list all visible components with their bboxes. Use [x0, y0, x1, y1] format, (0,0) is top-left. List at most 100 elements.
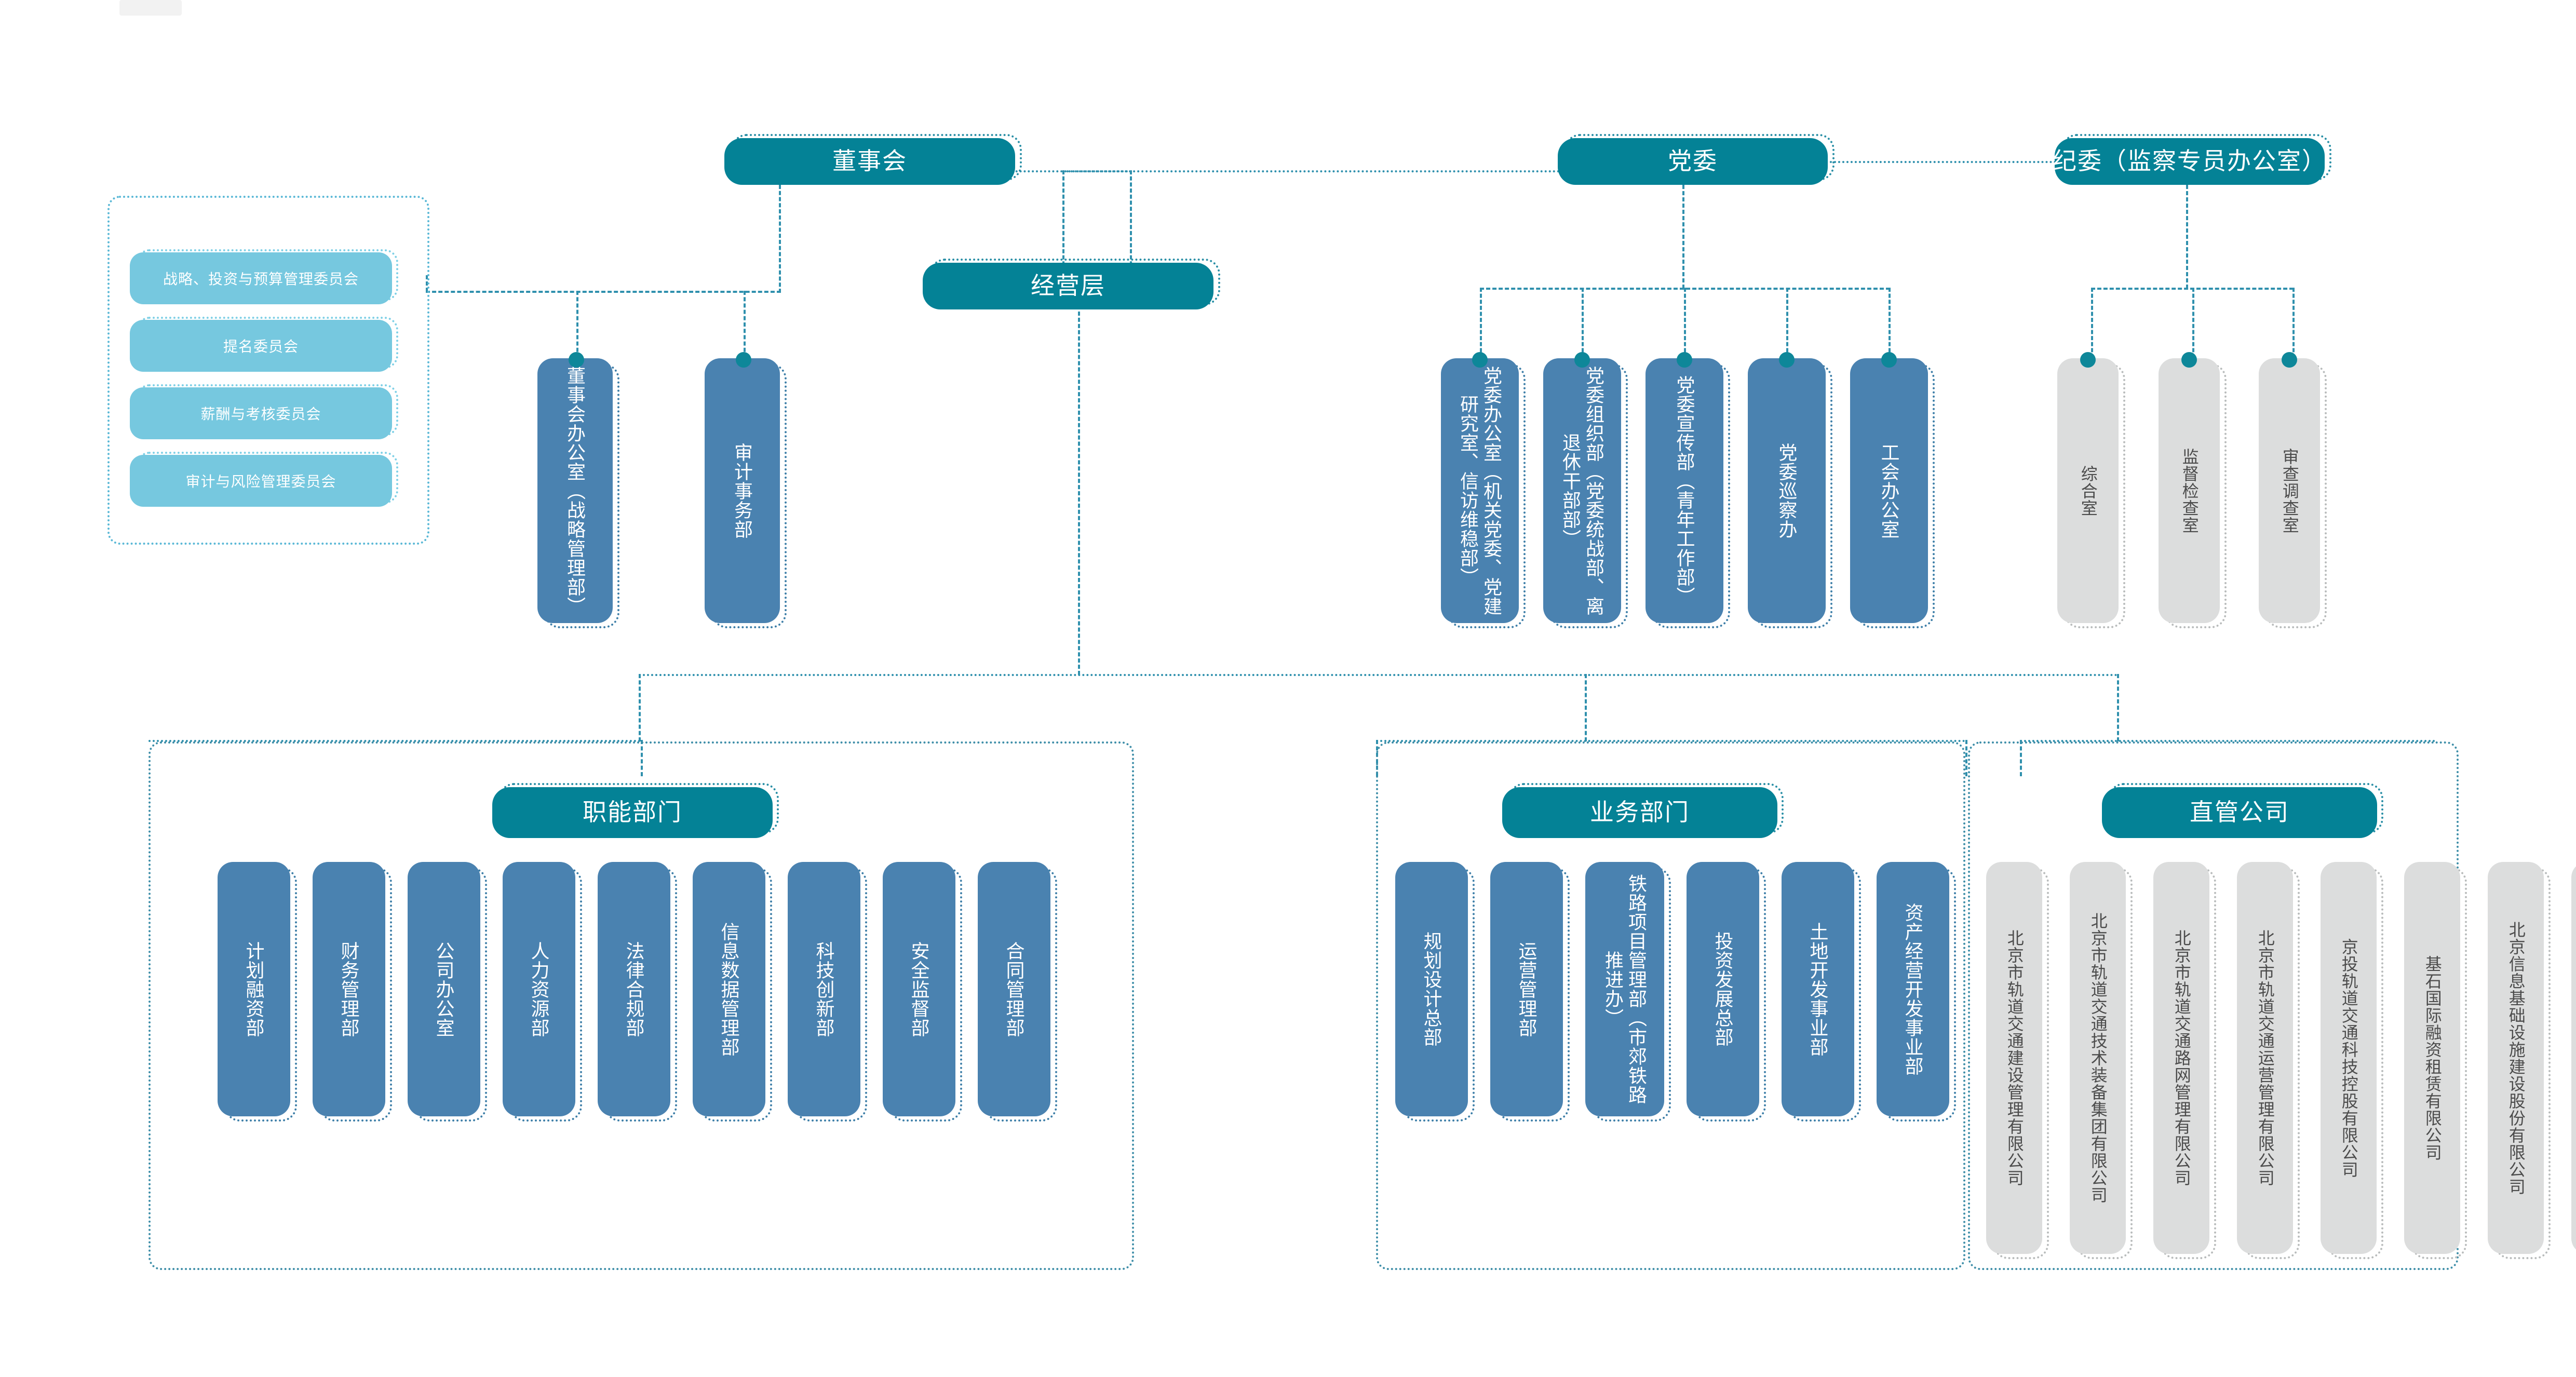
company-bar[interactable]: 北京市轨道交通运营管理有限公司: [2237, 862, 2293, 1254]
connector-discipline-d3: [2292, 288, 2295, 358]
connector-dot: [569, 352, 584, 368]
board-department-bar[interactable]: 董事会办公室（战略管理部）: [537, 358, 613, 623]
party-department-bar[interactable]: 党委巡察办: [1748, 358, 1826, 623]
connector-dot: [2181, 352, 2197, 368]
party-department-label: 党委巡察办: [1776, 442, 1798, 539]
functional-department-bar[interactable]: 安全监督部: [883, 862, 955, 1116]
board-department-bar[interactable]: 审计事务部: [705, 358, 780, 623]
committee-label: 审计与风险管理委员会: [185, 474, 336, 490]
node-label: 经营层: [1031, 272, 1105, 300]
connector-discipline-d1: [2091, 288, 2093, 358]
company-label: 北京市轨道交通技术装备集团有限公司: [2088, 912, 2108, 1204]
company-bar[interactable]: 北京市轨道交通路网管理有限公司: [2153, 862, 2209, 1254]
connector-board-dept-2: [744, 291, 746, 358]
connector-section-bus-right: [2020, 740, 2435, 742]
section-title-business[interactable]: 业务部门: [1502, 787, 1777, 838]
company-bar[interactable]: 基石国际融资租赁有限公司: [2404, 862, 2460, 1254]
connector-party-d1: [1480, 288, 1482, 358]
functional-department-label: 公司办公室: [433, 941, 455, 1037]
party-department-bar[interactable]: 党委办公室（机关党委、党建研究室、信访维稳部）: [1441, 358, 1519, 623]
connector-to-management-b: [1062, 170, 1064, 290]
company-label: 北京市轨道交通运营管理有限公司: [2256, 929, 2275, 1186]
discipline-department-label: 审查调查室: [2280, 448, 2299, 534]
business-department-label: 规划设计总部: [1421, 932, 1442, 1047]
functional-department-bar[interactable]: 人力资源部: [503, 862, 575, 1116]
functional-department-label: 信息数据管理部: [718, 922, 740, 1057]
company-bar[interactable]: 京投轨道交通科技控股有限公司: [2321, 862, 2377, 1254]
top-decorative-bar: [119, 0, 182, 16]
connector-board-dept-1: [576, 291, 578, 358]
connector-discipline-d2: [2192, 288, 2194, 358]
business-department-label: 资产经营开发事业部: [1902, 902, 1924, 1076]
functional-department-label: 安全监督部: [908, 941, 930, 1037]
section-title-functional[interactable]: 职能部门: [492, 787, 773, 838]
company-bar[interactable]: 北京信息基础设施建设股份有限公司: [2488, 862, 2544, 1254]
committee-item[interactable]: 审计与风险管理委员会: [130, 455, 392, 507]
party-department-bar[interactable]: 党委宣传部（青年工作部）: [1646, 358, 1723, 623]
connector-dot: [2080, 352, 2096, 368]
company-bar[interactable]: 北京市轨道交通技术装备集团有限公司: [2070, 862, 2126, 1254]
business-department-bar[interactable]: 铁路项目管理部（市郊铁路推进办）: [1585, 862, 1664, 1116]
section-title-label: 职能部门: [583, 799, 682, 826]
node-discipline-committee[interactable]: 纪委（监察专员办公室）: [2053, 138, 2326, 185]
connector-dot: [2282, 352, 2297, 368]
committee-item[interactable]: 薪酬与考核委员会: [130, 387, 392, 439]
business-department-bar[interactable]: 运营管理部: [1490, 862, 1563, 1116]
functional-department-label: 合同管理部: [1003, 941, 1025, 1037]
connector-discipline-stem: [2186, 185, 2188, 289]
board-committees-group: [107, 196, 429, 545]
party-department-bar[interactable]: 工会办公室: [1850, 358, 1928, 623]
functional-department-label: 计划融资部: [243, 941, 265, 1037]
connector-dot: [1779, 352, 1795, 368]
functional-department-bar[interactable]: 财务管理部: [313, 862, 385, 1116]
functional-department-bar[interactable]: 科技创新部: [788, 862, 860, 1116]
discipline-department-label: 综合室: [2079, 465, 2098, 517]
node-management-level[interactable]: 经营层: [923, 263, 1213, 309]
company-label: 基石国际融资租赁有限公司: [2423, 955, 2442, 1161]
committee-item[interactable]: 提名委员会: [130, 320, 392, 372]
company-bar[interactable]: 北京市轨道交通建设管理有限公司: [1986, 862, 2042, 1254]
business-department-label: 土地开发事业部: [1807, 922, 1829, 1057]
functional-department-bar[interactable]: 计划融资部: [218, 862, 290, 1116]
business-department-label: 运营管理部: [1516, 941, 1537, 1037]
company-label: 北京市轨道交通路网管理有限公司: [2172, 929, 2191, 1186]
committee-item[interactable]: 战略、投资与预算管理委员会: [130, 252, 392, 304]
discipline-department-bar[interactable]: 监督检查室: [2159, 358, 2220, 623]
functional-department-bar[interactable]: 公司办公室: [408, 862, 480, 1116]
connector-party-d5: [1889, 288, 1891, 358]
business-department-label: 铁路项目管理部（市郊铁路推进办）: [1602, 873, 1647, 1104]
section-title-label: 业务部门: [1590, 799, 1690, 826]
party-department-label: 党委办公室（机关党委、党建研究室、信访维稳部）: [1458, 366, 1502, 616]
business-department-bar[interactable]: 土地开发事业部: [1782, 862, 1854, 1116]
functional-department-bar[interactable]: 法律合规部: [598, 862, 670, 1116]
company-bar[interactable]: 北京城市轨道交通咨询有限公司: [2571, 862, 2576, 1254]
party-department-label: 工会办公室: [1878, 442, 1900, 539]
node-party-committee[interactable]: 党委: [1558, 138, 1828, 185]
party-department-label: 党委宣传部（青年工作部）: [1674, 375, 1695, 606]
connector-party-to-discipline: [1817, 161, 2056, 163]
functional-department-bar[interactable]: 合同管理部: [978, 862, 1050, 1116]
connector-section-bus-left: [149, 740, 641, 742]
business-department-bar[interactable]: 规划设计总部: [1395, 862, 1468, 1116]
committee-label: 薪酬与考核委员会: [200, 406, 321, 422]
functional-department-label: 科技创新部: [813, 941, 835, 1037]
discipline-department-bar[interactable]: 综合室: [2057, 358, 2119, 623]
business-department-bar[interactable]: 资产经营开发事业部: [1877, 862, 1949, 1116]
committee-label: 战略、投资与预算管理委员会: [163, 271, 359, 287]
party-department-bar[interactable]: 党委组织部（党委统战部、离退休干部部）: [1543, 358, 1621, 623]
functional-department-bar[interactable]: 信息数据管理部: [693, 862, 765, 1116]
business-department-bar[interactable]: 投资发展总部: [1687, 862, 1759, 1116]
committee-label: 提名委员会: [223, 339, 299, 355]
connector-dot: [1677, 352, 1692, 368]
connector-dot: [736, 352, 751, 368]
discipline-department-bar[interactable]: 审查调查室: [2259, 358, 2320, 623]
connector-functional-drop: [641, 740, 643, 776]
section-title-companies[interactable]: 直管公司: [2102, 787, 2377, 838]
business-department-label: 投资发展总部: [1712, 932, 1734, 1047]
party-department-label: 党委组织部（党委统战部、离退休干部部）: [1560, 366, 1604, 616]
connector-section-bus-mid: [1376, 740, 1965, 742]
connector-companies-drop: [1965, 740, 1967, 776]
connector-party-d2: [1582, 288, 1584, 358]
connector-lower-bus-top: [639, 674, 2119, 676]
node-board-of-directors[interactable]: 董事会: [724, 138, 1015, 185]
